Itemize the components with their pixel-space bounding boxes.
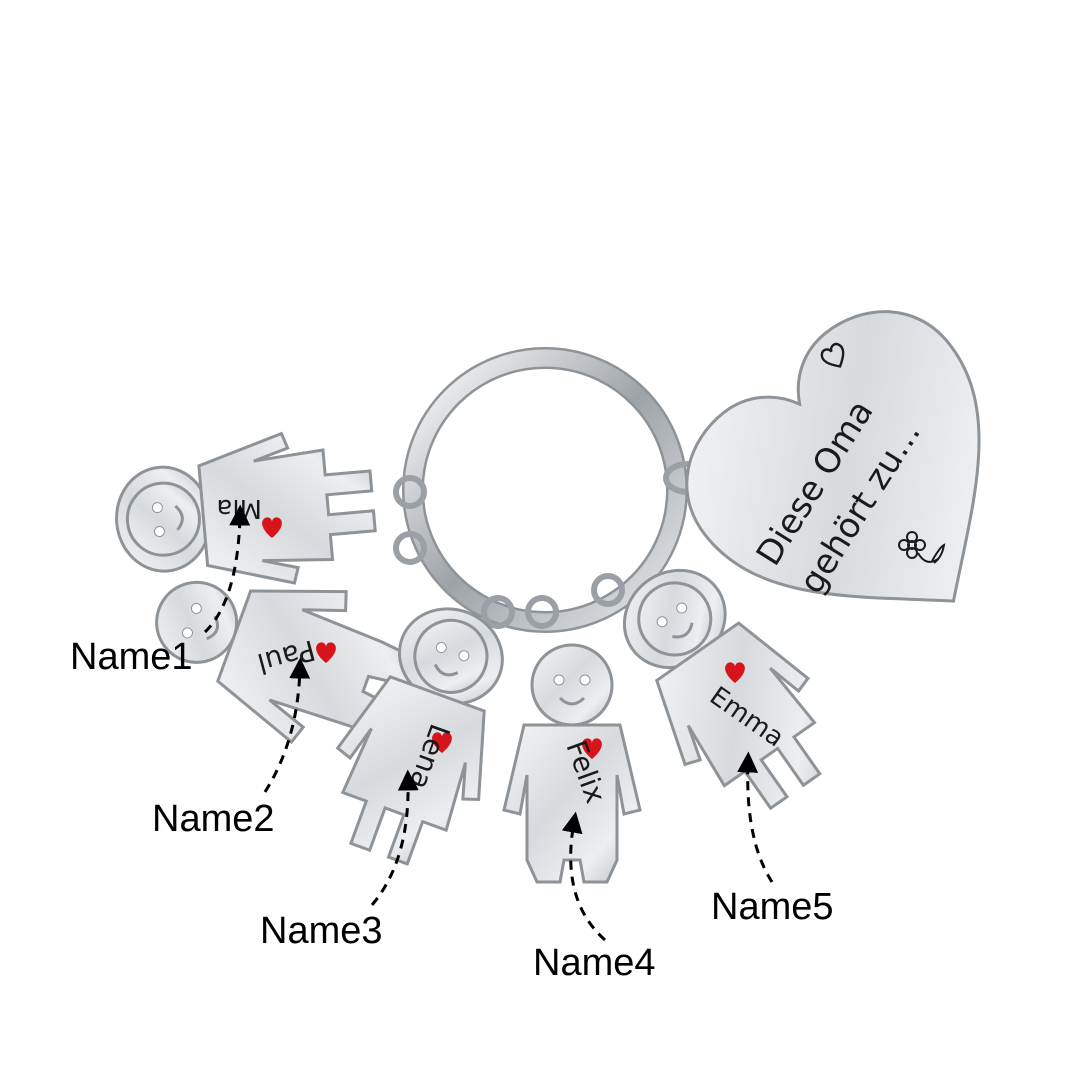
callout-name4: Name4 [533,942,656,984]
charm-heart-2 [316,642,336,663]
flower-icon [898,531,946,564]
key-ring [402,347,688,633]
callout-name1: Name1 [70,636,193,678]
charm-heart-3 [432,732,452,753]
charm-heart-4 [582,738,602,759]
charm-name-1: Mia [216,493,262,523]
heart-tag [685,310,981,603]
callout-name3: Name3 [260,910,383,952]
charm-girl-5 [622,568,822,811]
charm-boy-4 [502,643,642,884]
arrow-name3 [370,769,419,906]
callout-name2: Name2 [152,798,275,840]
charm-heart-5 [725,662,745,683]
charm-heart-1 [262,517,282,538]
callout-name5: Name5 [711,886,834,928]
arrow-name2 [263,657,311,793]
charm-girl-1 [115,431,377,585]
callout-arrows [203,504,774,942]
arrow-name1 [203,504,251,634]
arrow-name5 [737,751,774,883]
heart-outline-icon [820,342,845,368]
